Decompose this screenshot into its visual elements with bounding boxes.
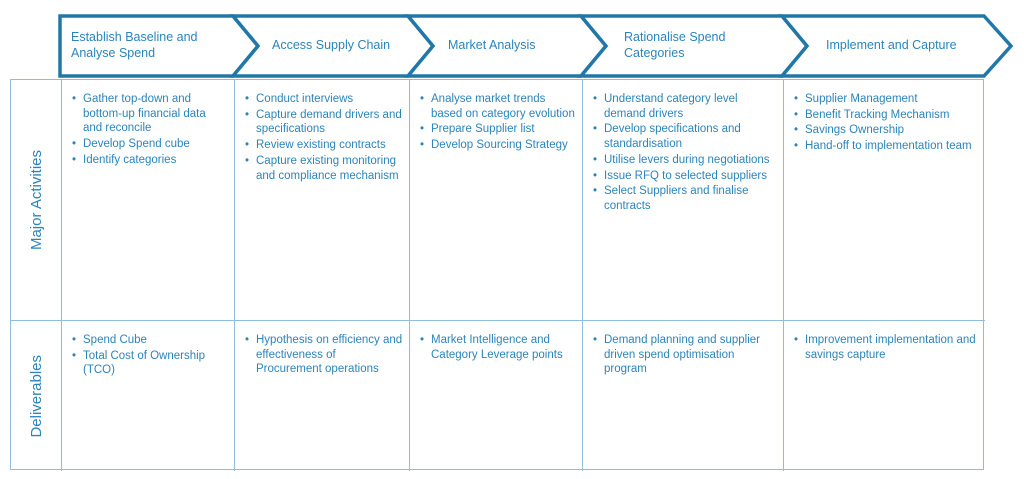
cell-deliverables-market-analysis: Market Intelligence and Category Leverag… <box>409 320 582 471</box>
bullet-list: Conduct interviewsCapture demand drivers… <box>243 92 403 183</box>
bullet-item: Supplier Management <box>792 92 979 107</box>
cell-deliverables-access-supply-chain: Hypothesis on efficiency and effectivene… <box>234 320 409 471</box>
bullet-item: Capture demand drivers and specification… <box>243 108 403 137</box>
cell-activities-implement-capture: Supplier ManagementBenefit Tracking Mech… <box>783 80 985 320</box>
phase-label-implement-capture: Implement and Capture <box>826 16 981 76</box>
phase-label-establish-baseline: Establish Baseline and Analyse Spend <box>71 16 223 76</box>
row-label-text: Major Activities <box>27 149 45 251</box>
phase-label-text: Establish Baseline and Analyse Spend <box>71 30 198 60</box>
bullet-item: Capture existing monitoring and complian… <box>243 154 403 183</box>
cell-deliverables-implement-capture: Improvement implementation and savings c… <box>783 320 985 471</box>
bullet-item: Identify categories <box>70 153 228 168</box>
bullet-item: Benefit Tracking Mechanism <box>792 108 979 123</box>
bullet-item: Gather top-down and bottom-up financial … <box>70 92 228 136</box>
cell-deliverables-establish-baseline: Spend CubeTotal Cost of Ownership (TCO) <box>61 320 234 471</box>
phase-label-text: Rationalise Spend Categories <box>624 30 726 60</box>
bullet-item: Demand planning and supplier driven spen… <box>591 333 777 377</box>
chevron-shape-5 <box>778 14 1014 78</box>
bullet-item: Market Intelligence and Category Leverag… <box>418 333 576 362</box>
cell-deliverables-rationalise-spend: Demand planning and supplier driven spen… <box>582 320 783 471</box>
bullet-item: Spend Cube <box>70 333 228 348</box>
bullet-item: Improvement implementation and savings c… <box>792 333 979 362</box>
bullet-list: Demand planning and supplier driven spen… <box>591 333 777 377</box>
bullet-item: Prepare Supplier list <box>418 122 576 137</box>
bullet-list: Gather top-down and bottom-up financial … <box>70 92 228 168</box>
bullet-item: Hand-off to implementation team <box>792 139 979 154</box>
bullet-item: Understand category level demand drivers <box>591 92 777 121</box>
bullet-item: Issue RFQ to selected suppliers <box>591 169 777 184</box>
bullet-item: Conduct interviews <box>243 92 403 107</box>
activities-table: Major Activities Gather top-down and bot… <box>10 79 985 471</box>
bullet-list: Improvement implementation and savings c… <box>792 333 979 362</box>
bullet-list: Supplier ManagementBenefit Tracking Mech… <box>792 92 979 154</box>
bullet-item: Savings Ownership <box>792 123 979 138</box>
bullet-item: Utilise levers during negotiations <box>591 153 777 168</box>
bullet-list: Spend CubeTotal Cost of Ownership (TCO) <box>70 333 228 378</box>
phase-label-text: Access Supply Chain <box>272 38 391 53</box>
phase-label-text: Market Analysis <box>448 38 536 53</box>
bullet-list: Hypothesis on efficiency and effectivene… <box>243 333 403 377</box>
bullet-item: Develop specifications and standardisati… <box>591 122 777 151</box>
bullet-item: Develop Sourcing Strategy <box>418 138 576 153</box>
cell-activities-establish-baseline: Gather top-down and bottom-up financial … <box>61 80 234 320</box>
row-label-deliverables: Deliverables <box>11 320 61 471</box>
row-label-major-activities: Major Activities <box>11 80 61 320</box>
bullet-item: Hypothesis on efficiency and effectivene… <box>243 333 403 377</box>
row-label-text: Deliverables <box>27 354 45 438</box>
phase-label-market-analysis: Market Analysis <box>448 16 573 76</box>
cell-activities-access-supply-chain: Conduct interviewsCapture demand drivers… <box>234 80 409 320</box>
chevron-band <box>58 14 1014 78</box>
bullet-item: Develop Spend cube <box>70 137 228 152</box>
bullet-list: Market Intelligence and Category Leverag… <box>418 333 576 362</box>
phase-label-access-supply-chain: Access Supply Chain <box>272 16 404 76</box>
bullet-item: Analyse market trends based on category … <box>418 92 576 121</box>
bullet-item: Review existing contracts <box>243 138 403 153</box>
phase-label-text: Implement and Capture <box>826 38 957 53</box>
phase-label-rationalise-spend: Rationalise Spend Categories <box>624 16 749 76</box>
bullet-item: Select Suppliers and finalise contracts <box>591 184 777 213</box>
bullet-item: Total Cost of Ownership (TCO) <box>70 349 228 378</box>
bullet-list: Understand category level demand drivers… <box>591 92 777 214</box>
cell-activities-rationalise-spend: Understand category level demand drivers… <box>582 80 783 320</box>
bullet-list: Analyse market trends based on category … <box>418 92 576 153</box>
cell-activities-market-analysis: Analyse market trends based on category … <box>409 80 582 320</box>
